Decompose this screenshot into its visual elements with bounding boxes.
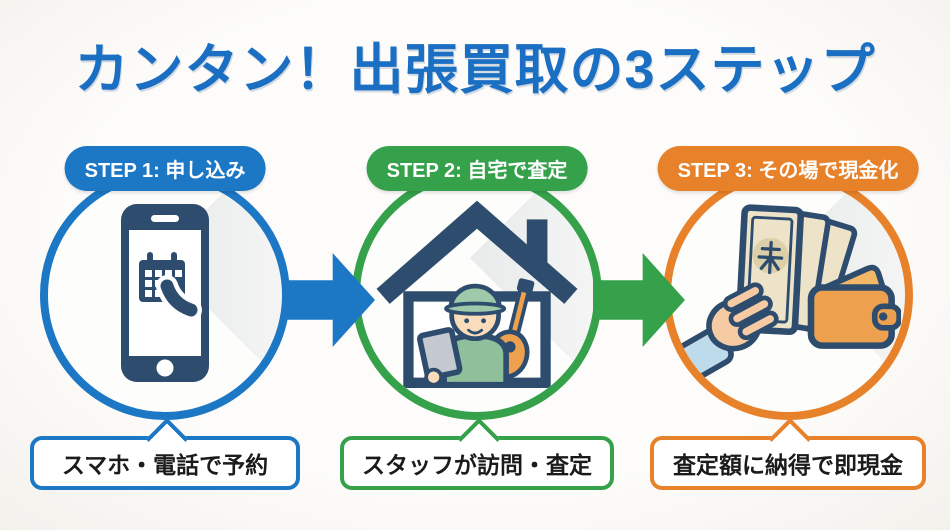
step2-caption: スタッフが訪問・査定 xyxy=(340,417,614,490)
hand-cash-wallet-icon xyxy=(675,204,901,382)
page-title: カンタン！出張買取の3ステップ xyxy=(74,40,876,100)
step2-circle xyxy=(352,170,602,420)
step-column-1: STEP 1: 申し込み xyxy=(28,146,302,506)
house-staff-guitar-icon xyxy=(376,200,578,388)
step1-badge: STEP 1: 申し込み xyxy=(64,146,266,191)
step-column-3: STEP 3: その場で現金化 xyxy=(648,146,928,506)
step3-circle xyxy=(663,170,913,420)
step-column-2: STEP 2: 自宅で査定 xyxy=(338,146,616,506)
step2-badge: STEP 2: 自宅で査定 xyxy=(366,146,588,191)
step1-circle xyxy=(40,170,290,420)
step3-badge: STEP 3: その場で現金化 xyxy=(657,146,919,191)
yen-bill-icon xyxy=(757,240,783,275)
smartphone-calendar-phone-icon xyxy=(121,204,209,382)
step1-caption: スマホ・電話で予約 xyxy=(30,417,300,490)
step3-caption: 査定額に納得で即現金 xyxy=(650,417,926,490)
